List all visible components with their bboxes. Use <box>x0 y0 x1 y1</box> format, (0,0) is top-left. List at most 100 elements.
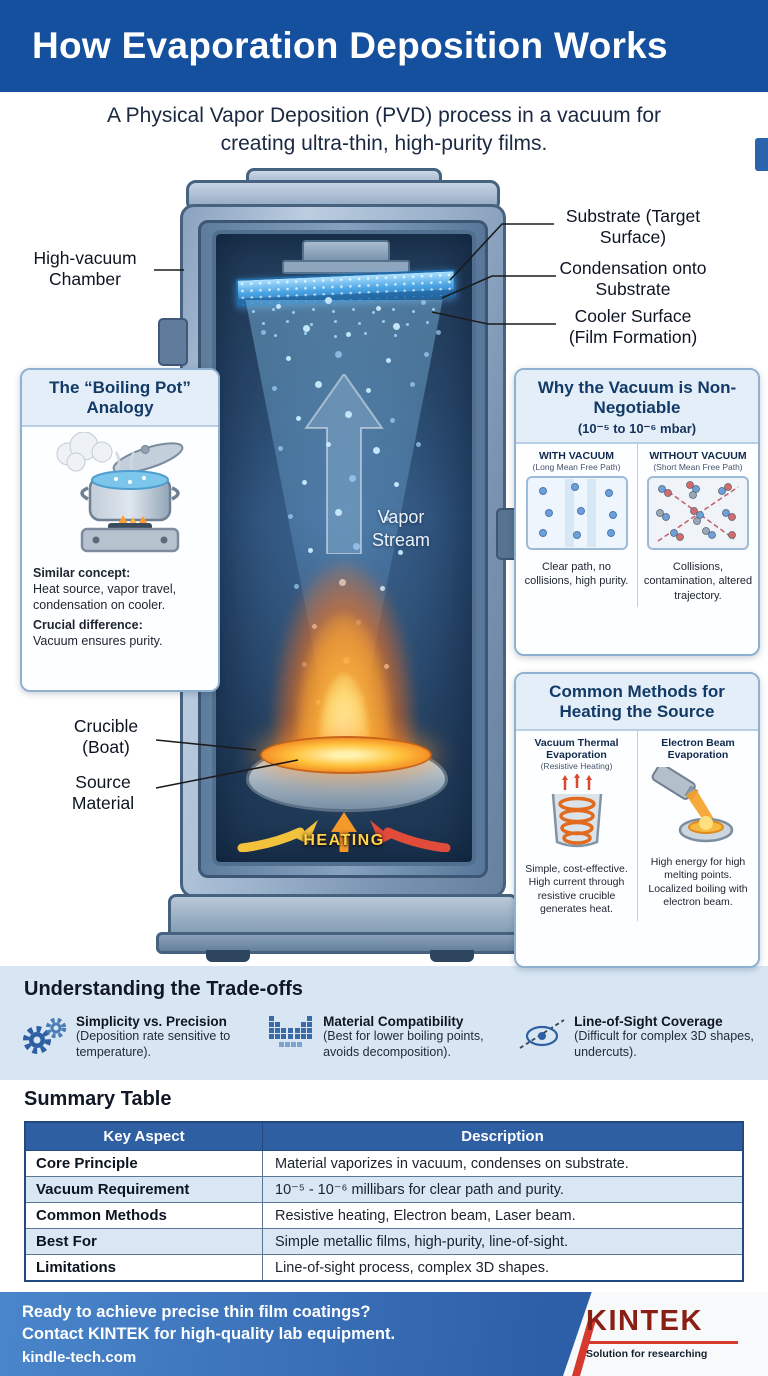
ebeam-column: Electron Beam Evaporation High energy fo… <box>637 730 758 921</box>
tradeoffs-title: Understanding the Trade-offs <box>24 978 303 1000</box>
tradeoff-line-of-sight: Line-of-Sight Coverage (Difficult for co… <box>512 1014 761 1060</box>
label-cooler-surface: Cooler Surface (Film Formation) <box>568 306 698 348</box>
thermal-heading-block: Vacuum Thermal Evaporation (Resistive He… <box>520 737 633 771</box>
methods-columns: Vacuum Thermal Evaporation (Resistive He… <box>516 730 758 921</box>
summary-section: Summary Table Key Aspect Description Cor… <box>24 1088 744 1282</box>
label-condensation: Condensation onto Substrate <box>559 258 707 300</box>
tradeoff-desc: (Deposition rate sensitive to temperatur… <box>76 1029 231 1059</box>
brand-tagline: Solution for researching <box>586 1348 708 1360</box>
label-crucible: Crucible (Boat) <box>73 716 139 758</box>
tradeoff-text-block: Simplicity vs. Precision (Deposition rat… <box>76 1014 261 1060</box>
thermal-heading: Vacuum Thermal Evaporation <box>534 736 619 761</box>
ebeam-illustration <box>651 763 734 843</box>
row-desc: Resistive heating, Electron beam, Laser … <box>262 1202 744 1229</box>
row-key: Core Principle <box>24 1150 263 1177</box>
heating-arrows <box>237 812 451 852</box>
vapor-stream-label: Vapor Stream <box>371 507 431 550</box>
with-vacuum-sub: (Long Mean Free Path) <box>532 462 621 473</box>
thermal-evaporation-column: Vacuum Thermal Evaporation (Resistive He… <box>516 731 637 921</box>
row-key: Common Methods <box>24 1202 263 1229</box>
row-desc: Material vaporizes in vacuum, condenses … <box>262 1150 744 1177</box>
subtitle: A Physical Vapor Deposition (PVD) proces… <box>106 104 662 155</box>
heating-label: HEATING <box>303 832 385 849</box>
tradeoff-text-block: Material Compatibility (Best for lower b… <box>323 1014 508 1060</box>
summary-col-desc: Description <box>262 1121 744 1151</box>
heating-methods-panel: Common Methods for Heating the Source Va… <box>514 672 760 968</box>
header: How Evaporation Deposition Works <box>0 0 768 92</box>
table-row: Common Methods Resistive heating, Electr… <box>24 1202 744 1229</box>
methods-title: Common Methods for Heating the Source <box>516 674 758 731</box>
with-vacuum-heading: WITH VACUUM <box>538 450 615 463</box>
analogy-similar-label: Similar concept: <box>33 565 131 580</box>
ebeam-heading: Electron Beam Evaporation <box>661 736 735 761</box>
brand-rule <box>586 1341 738 1344</box>
vacuum-panel: Why the Vacuum is Non-Negotiable (10⁻⁵ t… <box>514 368 760 656</box>
source-material-melt <box>260 736 432 774</box>
chamber-foot <box>206 950 250 962</box>
vacuum-columns: WITH VACUUM (Long Mean Free Path) Clear … <box>516 444 758 607</box>
table-row: Limitations Line-of-sight process, compl… <box>24 1254 744 1282</box>
footer-website-link[interactable]: kindle-tech.com <box>22 1348 137 1366</box>
page-title: How Evaporation Deposition Works <box>32 25 668 66</box>
tradeoff-label: Material Compatibility <box>323 1014 464 1029</box>
tradeoff-simplicity: Simplicity vs. Precision (Deposition rat… <box>14 1014 263 1060</box>
brand-logo: KINTEK <box>586 1305 703 1337</box>
tradeoff-desc: (Difficult for complex 3D shapes, underc… <box>574 1029 754 1059</box>
line-of-sight-icon <box>519 1019 565 1049</box>
gears-icon <box>23 1017 67 1054</box>
without-vacuum-heading: WITHOUT VACUUM <box>649 450 747 463</box>
thermal-caption: Simple, cost-effective. High current thr… <box>525 862 628 916</box>
table-row: Core Principle Material vaporizes in vac… <box>24 1150 744 1177</box>
tradeoff-material: Material Compatibility (Best for lower b… <box>263 1014 512 1060</box>
summary-table: Key Aspect Description Core Principle Ma… <box>24 1121 744 1282</box>
label-source-material: Source Material <box>71 772 135 814</box>
analogy-crucial-text: Vacuum ensures purity. <box>33 633 163 648</box>
resistive-heating-illustration <box>551 772 602 848</box>
row-desc: Line-of-sight process, complex 3D shapes… <box>262 1254 744 1282</box>
tradeoffs-items: Simplicity vs. Precision (Deposition rat… <box>14 1014 762 1060</box>
row-desc: 10⁻⁵ - 10⁻⁶ millibars for clear path and… <box>262 1176 744 1203</box>
with-vacuum-column: WITH VACUUM (Long Mean Free Path) Clear … <box>516 444 637 606</box>
vacuum-title: Why the Vacuum is Non-Negotiable <box>537 378 737 418</box>
row-key: Limitations <box>24 1254 263 1282</box>
boiling-pot-illustration <box>56 431 184 553</box>
footer-text: Ready to achieve precise thin film coati… <box>22 1301 395 1366</box>
tradeoff-desc: (Best for lower boiling points, avoids d… <box>323 1029 484 1059</box>
tradeoffs-band: Understanding the Trade-offs Simplicity … <box>0 966 768 1080</box>
row-key: Best For <box>24 1228 263 1255</box>
analogy-panel: The “Boiling Pot” Analogy <box>20 368 220 692</box>
tradeoff-label: Line-of-Sight Coverage <box>574 1014 723 1029</box>
table-header-row: Key Aspect Description <box>24 1121 744 1151</box>
table-row: Vacuum Requirement 10⁻⁵ - 10⁻⁶ millibars… <box>24 1176 744 1203</box>
analogy-text: Similar concept: Heat source, vapor trav… <box>22 560 218 657</box>
row-key: Vacuum Requirement <box>24 1176 263 1203</box>
tradeoff-text-block: Line-of-Sight Coverage (Difficult for co… <box>574 1014 759 1060</box>
periodic-table-icon <box>269 1016 313 1047</box>
footer-line1: Ready to achieve precise thin film coati… <box>22 1303 371 1321</box>
analogy-similar-text: Heat source, vapor travel, condensation … <box>33 582 177 613</box>
analogy-title: The “Boiling Pot” Analogy <box>22 370 218 427</box>
summary-title: Summary Table <box>24 1088 172 1110</box>
chamber-window: Vapor Stream HEATING <box>212 230 476 866</box>
without-vacuum-sub: (Short Mean Free Path) <box>653 462 743 473</box>
footer-line2: Contact KINTEK for high-quality lab equi… <box>22 1325 396 1344</box>
chamber-hinge <box>158 318 188 366</box>
thermal-sub: (Resistive Heating) <box>540 760 613 771</box>
table-row: Best For Simple metallic films, high-pur… <box>24 1228 744 1255</box>
vapor-up-arrow <box>304 374 384 554</box>
label-substrate: Substrate (Target Surface) <box>565 206 701 248</box>
tradeoff-label: Simplicity vs. Precision <box>76 1014 227 1029</box>
with-vacuum-caption: Clear path, no collisions, high purity. <box>524 561 629 588</box>
with-vacuum-illustration <box>525 476 628 551</box>
ebeam-heading-block: Electron Beam Evaporation <box>642 737 754 767</box>
summary-col-key: Key Aspect <box>24 1121 263 1151</box>
ebeam-caption: High energy for high melting points. Loc… <box>648 855 748 909</box>
analogy-crucial-label: Crucial difference: <box>33 617 143 632</box>
vacuum-panel-header: Why the Vacuum is Non-Negotiable (10⁻⁵ t… <box>516 370 758 445</box>
label-high-vacuum-chamber: High-vacuum Chamber <box>33 248 137 290</box>
vacuum-pressure-range: (10⁻⁵ to 10⁻⁶ mbar) <box>577 420 697 436</box>
vapor-particles <box>216 234 221 239</box>
chamber-foot <box>430 950 474 962</box>
row-desc: Simple metallic films, high-purity, line… <box>262 1228 744 1255</box>
